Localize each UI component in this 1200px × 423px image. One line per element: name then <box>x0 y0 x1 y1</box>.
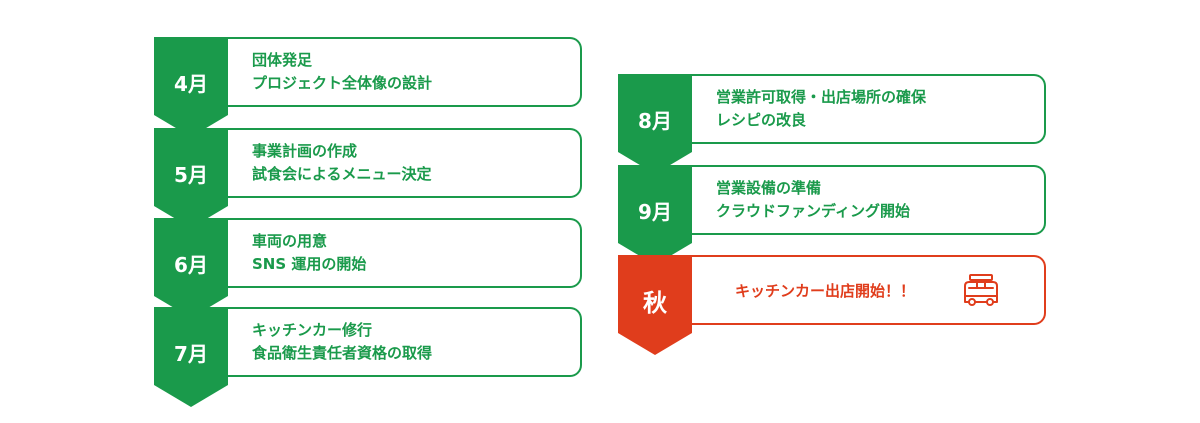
task-line-2: 食品衛生責任者資格の取得 <box>252 344 433 362</box>
timeline-card: 事業計画の作成 試食会によるメニュー決定 <box>228 128 582 198</box>
season-badge: 秋 <box>618 255 692 355</box>
timeline-card: 団体発足 プロジェクト全体像の設計 <box>228 37 582 107</box>
task-line-2: レシピの改良 <box>716 111 807 129</box>
timeline-card: 営業設備の準備 クラウドファンディング開始 <box>692 165 1046 235</box>
task-line-2: プロジェクト全体像の設計 <box>252 74 433 92</box>
task-line-1: キッチンカー修行 <box>252 321 373 339</box>
food-truck-icon <box>964 274 998 306</box>
task-line-2: SNS 運用の開始 <box>252 255 367 273</box>
launch-card: キッチンカー出店開始！！ <box>692 255 1046 325</box>
launch-text: キッチンカー出店開始！！ <box>734 281 915 300</box>
month-badge: 7月 <box>154 307 228 407</box>
timeline-card: 営業許可取得・出店場所の確保 レシピの改良 <box>692 74 1046 144</box>
task-line-1: 事業計画の作成 <box>252 142 358 160</box>
task-line-1: 営業許可取得・出店場所の確保 <box>716 88 927 106</box>
timeline-card: 車両の用意 SNS 運用の開始 <box>228 218 582 288</box>
task-line-2: 試食会によるメニュー決定 <box>252 165 432 183</box>
task-line-2: クラウドファンディング開始 <box>716 202 910 220</box>
month-badge: 9月 <box>618 165 692 265</box>
month-badge: 6月 <box>154 218 228 318</box>
task-line-1: 団体発足 <box>252 51 313 69</box>
task-line-1: 営業設備の準備 <box>716 179 822 197</box>
task-line-1: 車両の用意 <box>252 232 328 250</box>
month-badge: 5月 <box>154 128 228 228</box>
timeline-card: キッチンカー修行 食品衛生責任者資格の取得 <box>228 307 582 377</box>
month-badge: 4月 <box>154 37 228 137</box>
month-badge: 8月 <box>618 74 692 174</box>
